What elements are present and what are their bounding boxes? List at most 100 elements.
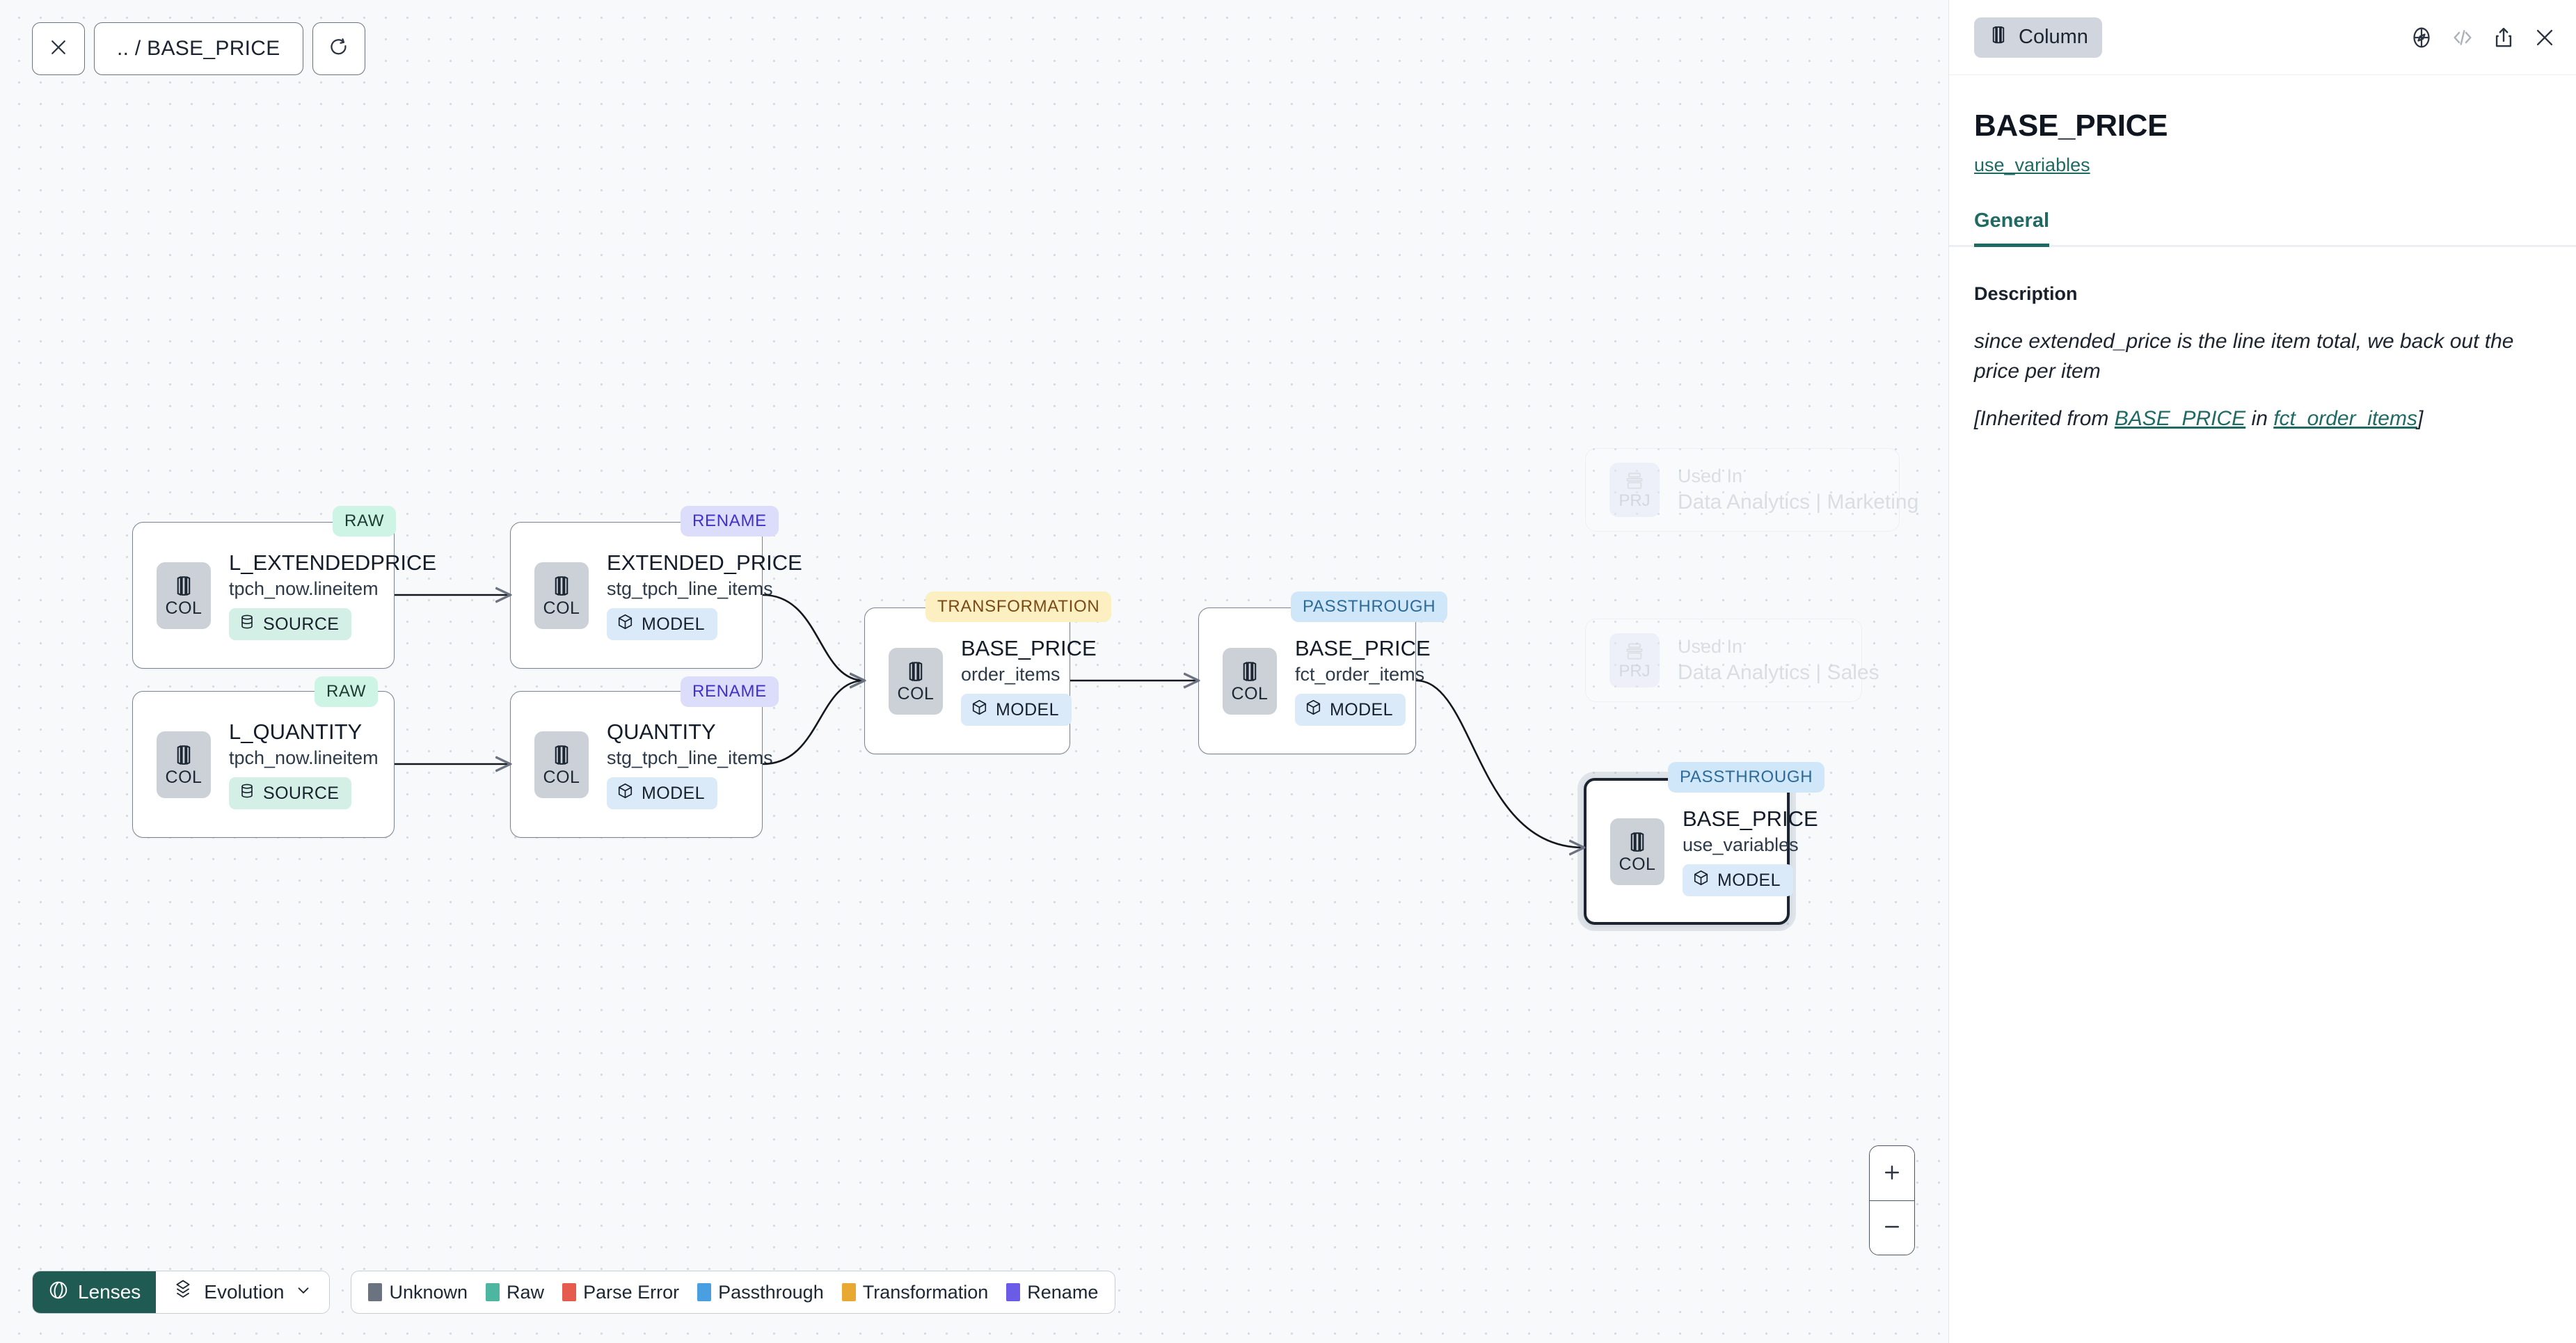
node-subtitle: use_variables: [1683, 834, 1818, 856]
database-icon: [239, 782, 255, 804]
legend-swatch: [1006, 1283, 1020, 1301]
lineage-canvas[interactable]: .. / BASE_PRICE PRJ: [0, 0, 1948, 1343]
plus-icon: [1882, 1162, 1902, 1185]
node-body: BASE_PRICE use_variables MODEL: [1683, 806, 1818, 897]
cube-icon: [617, 613, 634, 635]
project-icon-label: PRJ: [1619, 493, 1650, 509]
node-title: QUANTITY: [607, 720, 773, 745]
used-in-label: Used In: [1678, 466, 1918, 487]
cube-icon: [617, 782, 634, 804]
legend-item-passthrough[interactable]: Passthrough: [697, 1282, 824, 1303]
zoom-in-button[interactable]: [1870, 1146, 1914, 1200]
column-icon-label: COL: [1232, 685, 1269, 703]
legend-swatch: [842, 1283, 856, 1301]
legend-swatch: [368, 1283, 382, 1301]
project-icon: PRJ: [1609, 463, 1660, 517]
node-body: EXTENDED_PRICE stg_tpch_line_items MODEL: [607, 550, 802, 641]
column-icon-box: COL: [534, 731, 589, 798]
inherited-note: [Inherited from BASE_PRICE in fct_order_…: [1974, 404, 2543, 434]
inherited-mid: in: [2245, 407, 2273, 430]
breadcrumb[interactable]: .. / BASE_PRICE: [94, 22, 303, 75]
node-pill-label: MODEL: [1717, 871, 1781, 891]
lineage-node-l-extendedprice[interactable]: COL L_EXTENDEDPRICE tpch_now.lineitem SO…: [132, 522, 395, 669]
column-icon-box: COL: [534, 562, 589, 629]
legend-item-rename[interactable]: Rename: [1006, 1282, 1098, 1303]
column-icon-box: COL: [157, 731, 211, 798]
evolution-dropdown[interactable]: Evolution: [156, 1271, 329, 1313]
lineage-node-order-items[interactable]: COL BASE_PRICE order_items MODEL: [864, 607, 1070, 754]
node-type-pill: MODEL: [607, 608, 717, 640]
details-panel: Column: [1948, 0, 2576, 1343]
node-pill-label: MODEL: [642, 784, 705, 804]
cube-icon: [971, 699, 988, 721]
lineage-node-l-quantity[interactable]: COL L_QUANTITY tpch_now.lineitem SOURCE: [132, 691, 395, 838]
share-icon[interactable]: [2492, 26, 2515, 49]
inherited-prefix: [Inherited from: [1974, 407, 2115, 430]
node-type-pill: MODEL: [1295, 694, 1406, 726]
zoom-out-button[interactable]: [1870, 1200, 1914, 1255]
node-title: BASE_PRICE: [1295, 636, 1431, 661]
zoom-controls: [1869, 1145, 1915, 1255]
legend-label: Rename: [1027, 1282, 1098, 1303]
entity-kind-chip[interactable]: Column: [1974, 17, 2102, 58]
lineage-legend: Unknown Raw Parse Error Passthrough Tran…: [351, 1271, 1115, 1314]
layers-icon: [173, 1279, 193, 1306]
canvas-bottom-bar: Lenses Evolution: [32, 1271, 1115, 1314]
node-pill-label: SOURCE: [263, 614, 339, 635]
canvas-toolbar: .. / BASE_PRICE: [32, 22, 365, 75]
lineage-node-fct-order-items[interactable]: COL BASE_PRICE fct_order_items MODEL: [1198, 607, 1416, 754]
tab-general[interactable]: General: [1974, 209, 2049, 247]
node-type-pill: SOURCE: [229, 777, 351, 809]
node-subtitle: order_items: [961, 664, 1097, 685]
node-badge-rename: RENAME: [681, 506, 779, 537]
node-type-pill: MODEL: [607, 777, 717, 809]
entity-kind-label: Column: [2019, 26, 2088, 49]
close-icon: [48, 37, 69, 61]
column-icon-label: COL: [166, 769, 202, 786]
parent-model-link[interactable]: use_variables: [1974, 154, 2576, 176]
lenses-button[interactable]: Lenses: [33, 1271, 156, 1313]
used-in-card-marketing[interactable]: PRJ Used In Data Analytics | Marketing: [1585, 448, 1900, 532]
legend-item-parse-error[interactable]: Parse Error: [562, 1282, 679, 1303]
node-subtitle: stg_tpch_line_items: [607, 747, 773, 769]
node-body: BASE_PRICE order_items MODEL: [961, 636, 1097, 726]
legend-label: Raw: [507, 1282, 544, 1303]
node-body: QUANTITY stg_tpch_line_items MODEL: [607, 720, 773, 810]
inherited-column-link[interactable]: BASE_PRICE: [2115, 407, 2245, 430]
node-pill-label: MODEL: [1330, 700, 1393, 720]
refresh-button[interactable]: [312, 22, 365, 75]
legend-item-unknown[interactable]: Unknown: [368, 1282, 468, 1303]
node-title: L_QUANTITY: [229, 720, 379, 745]
node-title: EXTENDED_PRICE: [607, 550, 802, 575]
node-badge-raw: RAW: [315, 676, 378, 707]
page-title: BASE_PRICE: [1949, 75, 2576, 143]
column-icon-label: COL: [543, 769, 580, 786]
cube-icon: [1692, 869, 1710, 891]
legend-label: Unknown: [389, 1282, 468, 1303]
close-button[interactable]: [32, 22, 85, 75]
database-icon: [239, 613, 255, 635]
node-title: L_EXTENDEDPRICE: [229, 550, 436, 575]
lenses-label: Lenses: [78, 1281, 141, 1303]
node-subtitle: tpch_now.lineitem: [229, 747, 379, 769]
node-subtitle: tpch_now.lineitem: [229, 578, 436, 600]
inherited-model-link[interactable]: fct_order_items: [2273, 407, 2417, 430]
lineage-node-use-variables[interactable]: COL BASE_PRICE use_variables MODEL: [1584, 778, 1790, 925]
node-title: BASE_PRICE: [1683, 806, 1818, 832]
node-badge-rename: RENAME: [681, 676, 779, 707]
lenses-group: Lenses Evolution: [32, 1271, 330, 1314]
cube-icon: [1305, 699, 1322, 721]
used-in-name: Data Analytics | Sales: [1678, 661, 1879, 684]
used-in-card-sales[interactable]: PRJ Used In Data Analytics | Sales: [1585, 619, 1862, 702]
refresh-icon: [328, 37, 349, 61]
lineage-node-quantity[interactable]: COL QUANTITY stg_tpch_line_items MODEL: [510, 691, 763, 838]
evolution-label: Evolution: [204, 1281, 284, 1303]
legend-item-transformation[interactable]: Transformation: [842, 1282, 989, 1303]
compass-icon[interactable]: [2410, 26, 2433, 49]
lineage-node-extended-price[interactable]: COL EXTENDED_PRICE stg_tpch_line_items M…: [510, 522, 763, 669]
node-body: L_EXTENDEDPRICE tpch_now.lineitem SOURCE: [229, 550, 436, 641]
code-icon[interactable]: [2451, 26, 2474, 49]
legend-label: Passthrough: [718, 1282, 824, 1303]
legend-item-raw[interactable]: Raw: [486, 1282, 544, 1303]
close-icon[interactable]: [2533, 26, 2557, 49]
